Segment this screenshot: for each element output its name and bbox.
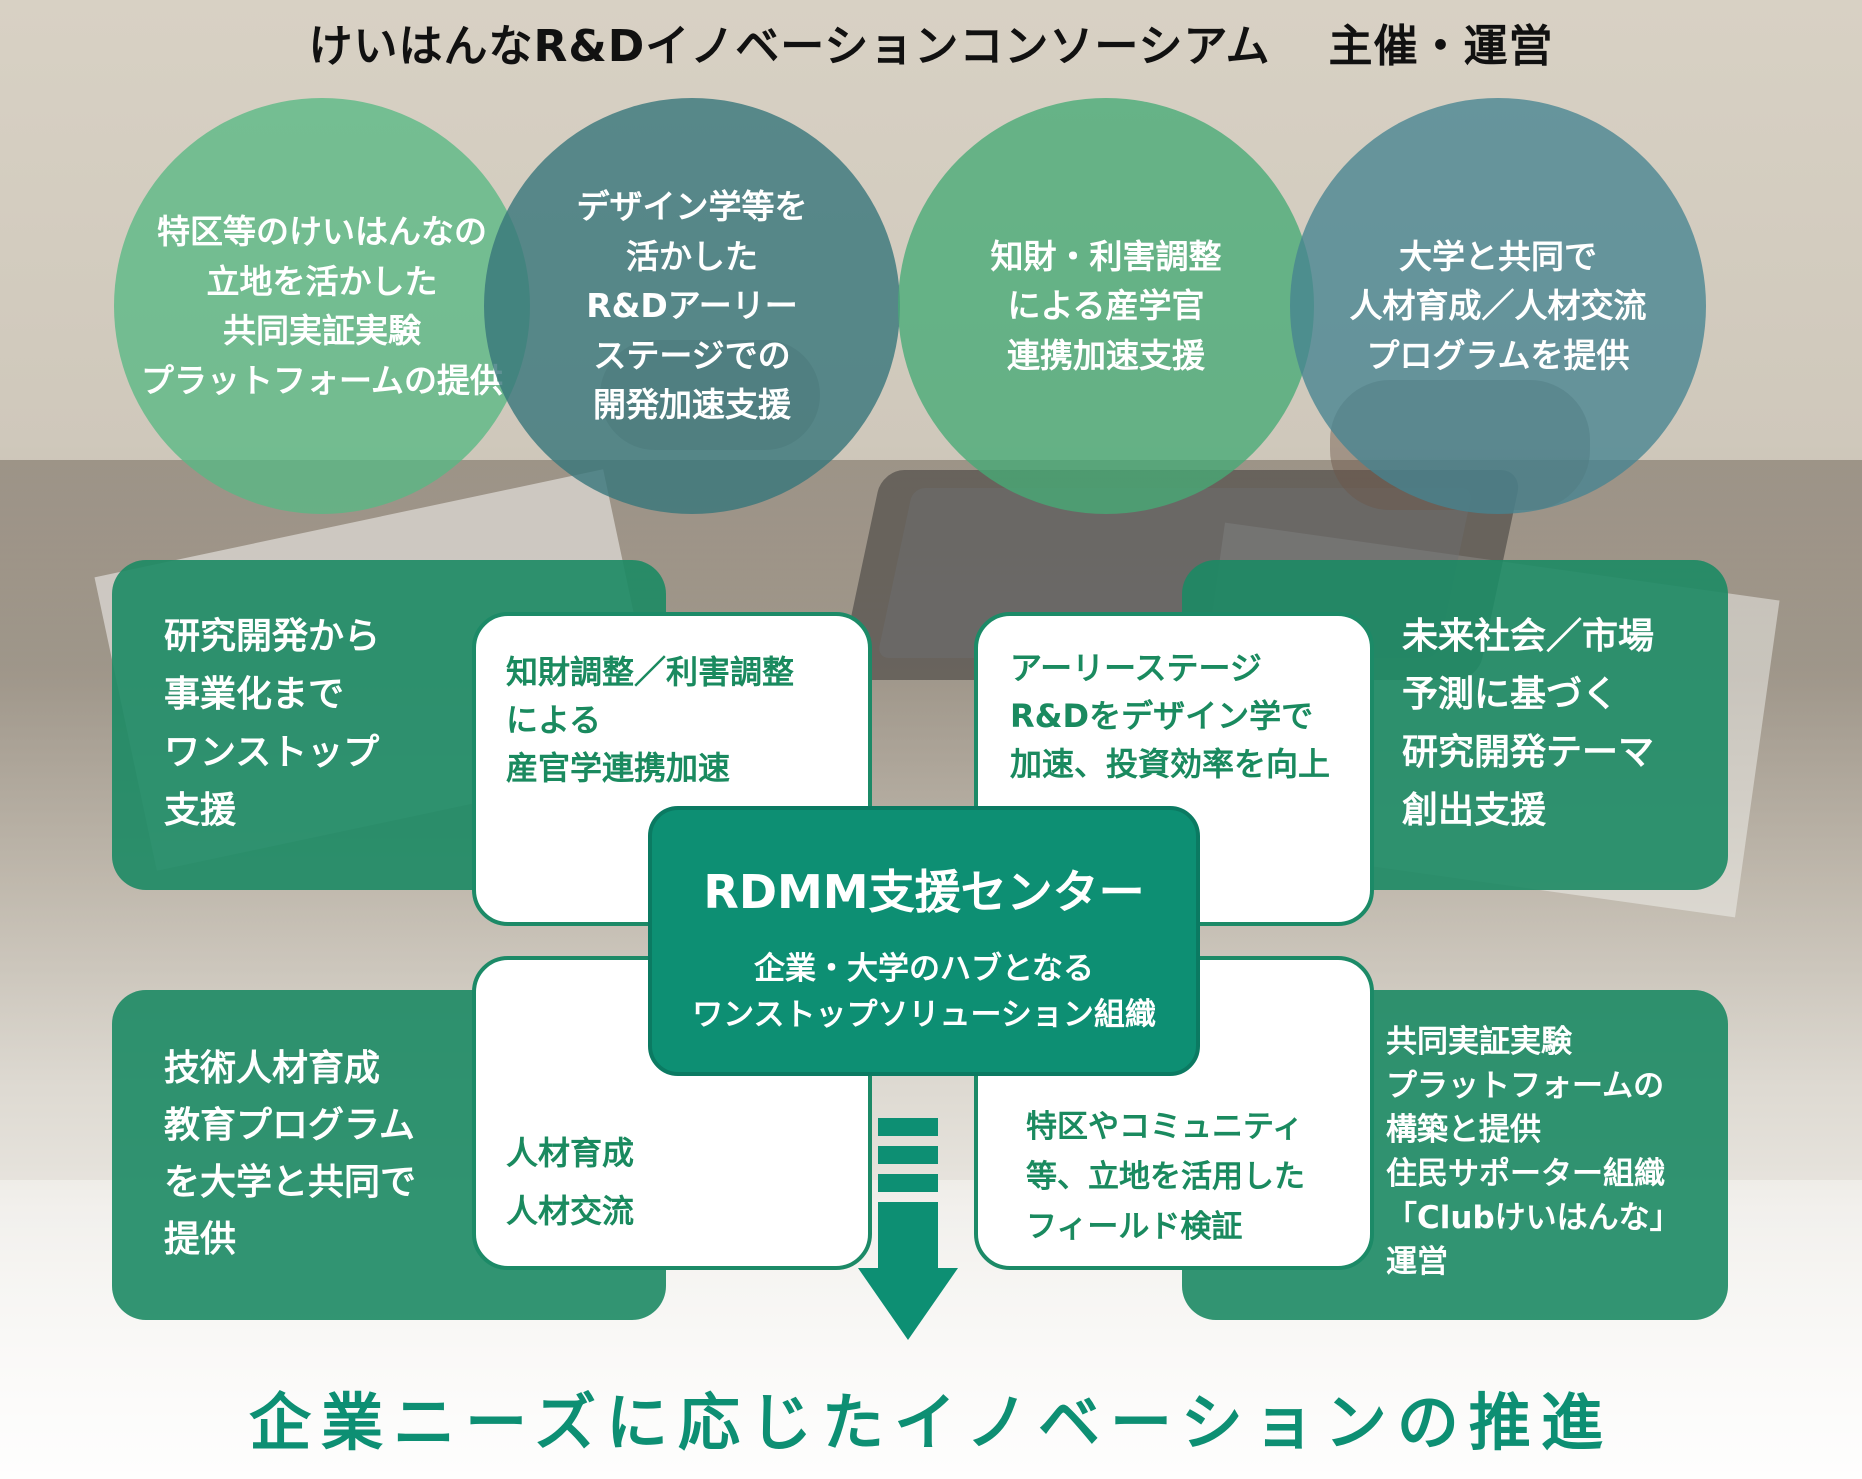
panel-text-theme-creation: 未来社会／市場 予測に基づく 研究開発テーマ 創出支援 (1402, 608, 1654, 840)
circle-label: 大学と共同で 人材育成／人材交流 プログラムを提供 (1350, 232, 1647, 381)
center-title: RDMM支援センター (652, 856, 1196, 922)
arrow-shaft (878, 1202, 938, 1274)
arrow-stripe (878, 1174, 938, 1192)
circle-demonstration-platform: 特区等のけいはんなの 立地を活かした 共同実証実験 プラットフォームの提供 (114, 98, 530, 514)
center-subtitle: 企業・大学のハブとなる ワンストップソリューション組織 (652, 946, 1196, 1038)
box-text-talent: 人材育成 人材交流 (506, 1124, 634, 1240)
panel-text-platform-club: 共同実証実験 プラットフォームの 構築と提供 住民サポーター組織 「Clubけい… (1386, 1020, 1681, 1284)
panel-text-education-program: 技術人材育成 教育プログラム を大学と共同で 提供 (164, 1040, 416, 1268)
page-title: けいはんなR&Dイノベーションコンソーシアム 主催・運営 (0, 10, 1862, 74)
panel-text-one-stop: 研究開発から 事業化まで ワンストップ 支援 (164, 608, 380, 840)
box-text-field-verification: 特区やコミュニティ 等、立地を活用した フィールド検証 (1026, 1102, 1305, 1252)
box-text-ip-coordination: 知財調整／利害調整 による 産官学連携加速 (506, 648, 794, 792)
circle-label: 特区等のけいはんなの 立地を活かした 共同実証実験 プラットフォームの提供 (141, 207, 503, 405)
circle-label: 知財・利害調整 による産学官 連携加速支援 (991, 232, 1222, 381)
box-text-early-stage: アーリーステージ R&Dをデザイン学で 加速、投資効率を向上 (1010, 644, 1330, 788)
down-arrow-icon (858, 1268, 958, 1340)
footer-title: 企業ニーズに応じたイノベーションの推進 (0, 1372, 1862, 1462)
organizer-role: 主催・運営 (1328, 21, 1553, 72)
circle-ip-coordination: 知財・利害調整 による産学官 連携加速支援 (898, 98, 1314, 514)
arrow-stripe (878, 1146, 938, 1164)
circle-talent-exchange: 大学と共同で 人材育成／人材交流 プログラムを提供 (1290, 98, 1706, 514)
arrow-stripe (878, 1118, 938, 1136)
circle-label: デザイン学等を 活かした R&Dアーリー ステージでの 開発加速支援 (577, 182, 808, 430)
circle-design-acceleration: デザイン学等を 活かした R&Dアーリー ステージでの 開発加速支援 (484, 98, 900, 514)
organizer-name: けいはんなR&Dイノベーションコンソーシアム (309, 21, 1271, 72)
center-hub: RDMM支援センター 企業・大学のハブとなる ワンストップソリューション組織 (648, 806, 1200, 1076)
